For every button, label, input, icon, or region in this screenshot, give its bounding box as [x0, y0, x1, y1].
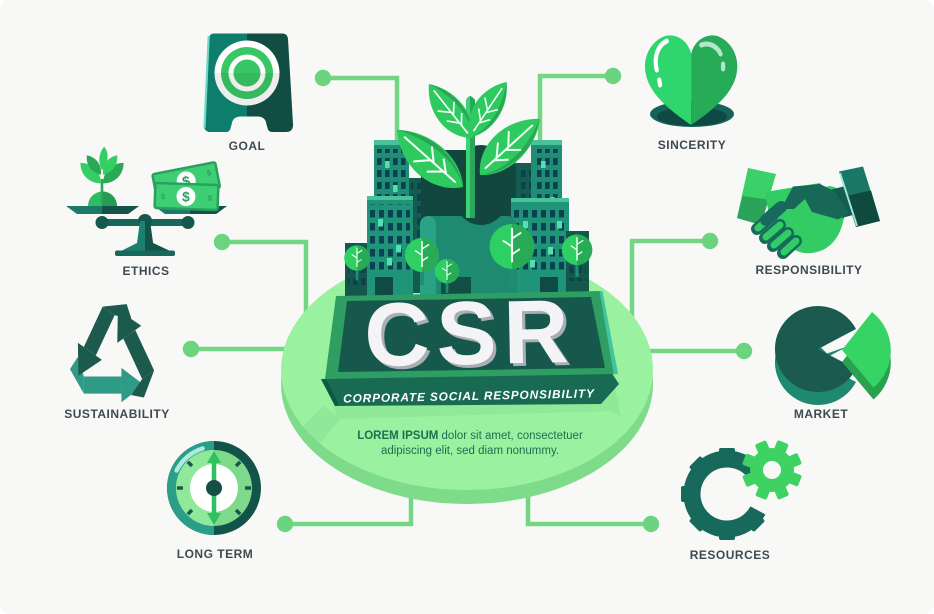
- svg-text:RESOURCES: RESOURCES: [690, 548, 771, 562]
- svg-text:LOREM IPSUM dolor sit amet, co: LOREM IPSUM dolor sit amet, consectetuer: [357, 430, 583, 442]
- svg-text:$: $: [161, 192, 166, 201]
- svg-text:ETHICS: ETHICS: [122, 264, 169, 278]
- svg-text:$: $: [182, 188, 191, 204]
- svg-text:CSR: CSR: [364, 282, 577, 386]
- svg-text:GOAL: GOAL: [229, 139, 266, 153]
- svg-text:SINCERITY: SINCERITY: [658, 138, 727, 152]
- svg-text:CSR: CSR: [367, 285, 580, 389]
- svg-text:CORPORATE SOCIAL RESPONSIBILIT: CORPORATE SOCIAL RESPONSIBILITY: [343, 386, 595, 405]
- svg-text:$: $: [206, 168, 213, 178]
- svg-text:$: $: [181, 172, 192, 189]
- svg-text:adipiscing elit, sed diam nonu: adipiscing elit, sed diam nonummy.: [381, 445, 559, 457]
- svg-text:MARKET: MARKET: [794, 407, 848, 421]
- svg-text:LONG TERM: LONG TERM: [177, 547, 254, 561]
- svg-text:$: $: [208, 194, 213, 203]
- svg-text:SUSTAINABILITY: SUSTAINABILITY: [64, 407, 169, 421]
- svg-text:RESPONSIBILITY: RESPONSIBILITY: [755, 263, 862, 277]
